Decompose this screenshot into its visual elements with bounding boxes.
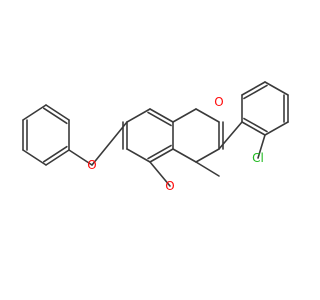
bond-line-8: [195, 148, 220, 163]
atom-label-layer: O O O Cl: [87, 95, 264, 193]
bond-layer: [22, 81, 289, 187]
bond-line-6: [149, 148, 174, 163]
bond-line-16: [264, 121, 289, 136]
bond-line-2: [126, 148, 151, 163]
bond-line-28: [45, 149, 70, 166]
bond-line-4: [149, 108, 174, 123]
bond-line-11: [172, 108, 197, 123]
ring-oxygen-label: O: [165, 179, 174, 193]
bond-line-19: [257, 134, 266, 159]
bond-line-10: [195, 108, 220, 123]
bond-line-26: [45, 104, 70, 121]
double-bond-line-13: [243, 84, 268, 100]
double-bond-line-4: [147, 111, 172, 127]
bond-line-17: [241, 121, 266, 136]
ether-oxygen-label: O: [87, 158, 96, 172]
bond-line-0: [126, 108, 151, 123]
bond-line-13: [241, 81, 266, 96]
bond-line-18: [218, 121, 243, 150]
bond-line-3: [149, 161, 171, 187]
bond-line-21: [91, 121, 128, 166]
bond-line-7: [172, 148, 197, 163]
bond-line-20: [195, 161, 220, 177]
double-bond-line-26: [43, 107, 68, 125]
bond-line-23: [22, 149, 47, 166]
bond-line-25: [22, 104, 47, 121]
bond-line-14: [264, 81, 289, 96]
chlorine-label: Cl: [252, 151, 264, 165]
diagram-background: [0, 0, 300, 300]
double-bond-line-28: [43, 145, 68, 163]
molecule-structure-diagram: O O O Cl: [0, 0, 300, 300]
double-bond-line-17: [243, 117, 268, 133]
double-bond-line-6: [147, 144, 172, 160]
carbonyl-oxygen-label: O: [214, 95, 223, 109]
bond-line-22: [68, 149, 93, 166]
